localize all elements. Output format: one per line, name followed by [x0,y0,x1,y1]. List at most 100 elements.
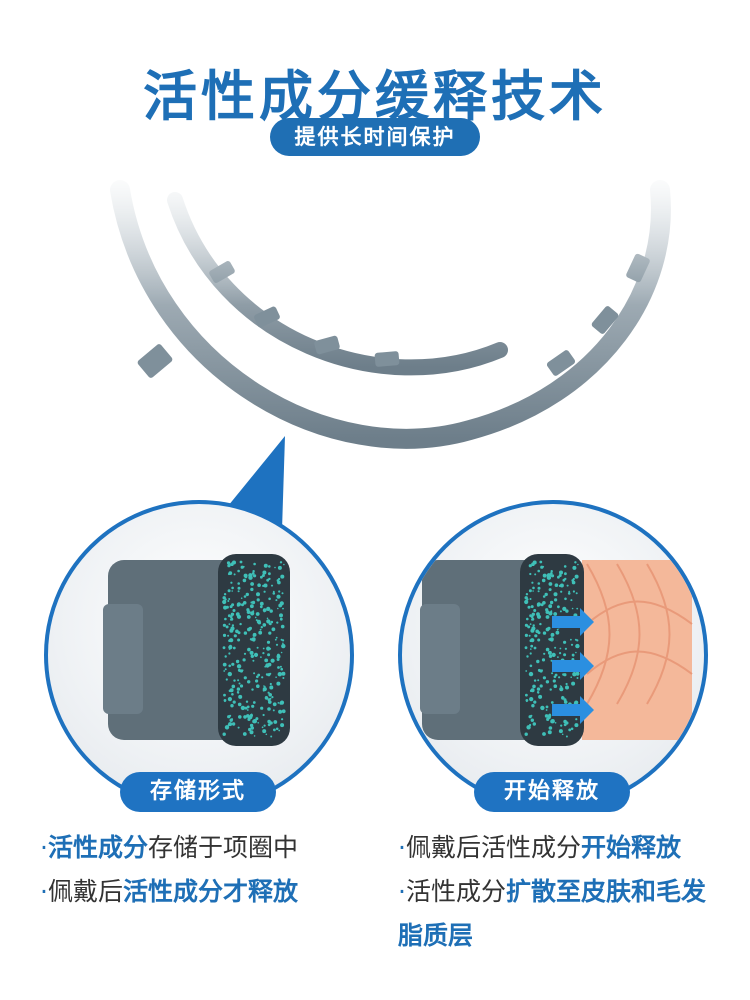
storage-form-circle [44,500,354,810]
active-ingredient-granule [240,705,246,711]
active-ingredient-granule [223,693,226,697]
active-ingredient-granule [537,631,541,635]
active-ingredient-granule [262,647,265,650]
active-ingredient-granule [264,696,269,700]
active-ingredient-granule [530,605,534,609]
active-ingredient-granule [238,694,243,699]
active-ingredient-granule [524,633,528,637]
active-ingredient-granule [548,654,553,658]
active-ingredient-granule [530,648,532,650]
active-ingredient-granule [547,730,552,735]
active-ingredient-granule [263,724,266,727]
active-ingredient-granule [229,714,232,717]
active-ingredient-granule [572,654,575,657]
active-ingredient-granule [272,709,275,712]
active-ingredient-granule [251,688,254,691]
active-ingredient-granule [524,623,528,627]
active-ingredient-granule [271,696,274,699]
active-ingredient-granule [260,656,262,658]
active-ingredient-granule [537,569,540,573]
active-ingredient-granule [261,676,264,679]
active-ingredient-granule [267,707,271,711]
active-ingredient-granule [278,729,281,732]
active-ingredient-granule [269,685,274,690]
active-ingredient-granule [565,735,568,738]
active-ingredient-granule [249,730,254,735]
active-ingredient-granule [256,598,260,602]
active-ingredient-granule [260,575,263,579]
active-ingredient-granule [231,586,234,590]
active-ingredient-granule [269,682,272,686]
active-ingredient-granule [225,678,228,681]
bullet-text: 活性成分 [405,877,506,906]
active-ingredient-granule [550,719,555,724]
active-ingredient-granule [272,592,276,595]
active-ingredient-granule [262,652,265,655]
active-ingredient-granule [528,671,534,677]
active-ingredient-granule [242,658,246,662]
active-ingredient-granule [281,592,284,595]
active-ingredient-granule [575,651,577,654]
active-ingredient-granule [278,709,283,714]
active-ingredient-granule [279,665,282,668]
active-ingredient-granule [559,570,563,575]
active-ingredient-granule [222,599,227,605]
active-ingredient-granule [228,645,233,650]
active-ingredient-granule [239,669,243,673]
active-ingredient-granule [526,700,528,703]
active-ingredient-granule [255,679,259,683]
active-ingredient-granule [538,670,541,672]
active-ingredient-granule [268,597,271,601]
active-ingredient-granule [256,592,260,597]
active-ingredient-granule [528,589,532,593]
active-ingredient-granule [241,603,244,607]
active-ingredient-granule [224,725,230,730]
active-ingredient-granule [279,613,283,618]
active-ingredient-granule [224,668,227,671]
active-ingredient-granule [222,646,226,650]
active-ingredient-granule [527,605,531,609]
active-ingredient-granule [536,687,541,691]
active-ingredient-granule [272,590,275,593]
active-ingredient-granule [554,612,557,615]
active-ingredient-granule [557,656,559,658]
active-ingredient-granule [531,612,535,616]
active-ingredient-granule [526,598,529,601]
active-ingredient-granule [570,638,572,641]
active-ingredient-granule [532,722,536,726]
active-ingredient-granule [275,636,278,639]
active-ingredient-granule [268,577,271,581]
active-ingredient-granule [266,646,271,651]
active-ingredient-granule [237,590,240,593]
active-ingredient-granule [277,702,280,704]
active-ingredient-granule [266,640,271,644]
active-ingredient-granule [276,594,281,599]
active-ingredient-granule [558,574,562,577]
active-ingredient-granule [530,718,534,722]
active-ingredient-granule [565,682,568,686]
active-ingredient-granule [246,709,249,711]
active-ingredient-granule [243,595,247,598]
active-ingredient-granule [546,573,552,578]
active-ingredient-granule [224,700,226,703]
bullet-dot: · [398,833,406,862]
active-ingredient-granule [269,697,272,700]
active-ingredient-granule [558,729,563,734]
active-ingredient-granule [227,697,232,702]
active-ingredient-granule [574,561,577,564]
active-ingredient-granule [559,687,564,692]
bullet-line: ·佩戴后活性成分开始释放 [398,826,728,870]
active-ingredient-granule [257,583,261,587]
active-ingredient-granule [242,565,245,568]
active-ingredient-granule [239,560,243,564]
active-ingredient-granule [249,650,254,655]
active-ingredient-granule [532,590,534,592]
active-ingredient-granule [531,581,534,584]
active-ingredient-granule [550,610,553,613]
active-ingredient-granule [570,676,572,678]
active-ingredient-granule [277,666,280,669]
active-ingredient-granule [256,684,260,688]
active-ingredient-granule [261,726,264,729]
active-ingredient-granule [231,662,235,666]
active-ingredient-granule [574,700,579,705]
